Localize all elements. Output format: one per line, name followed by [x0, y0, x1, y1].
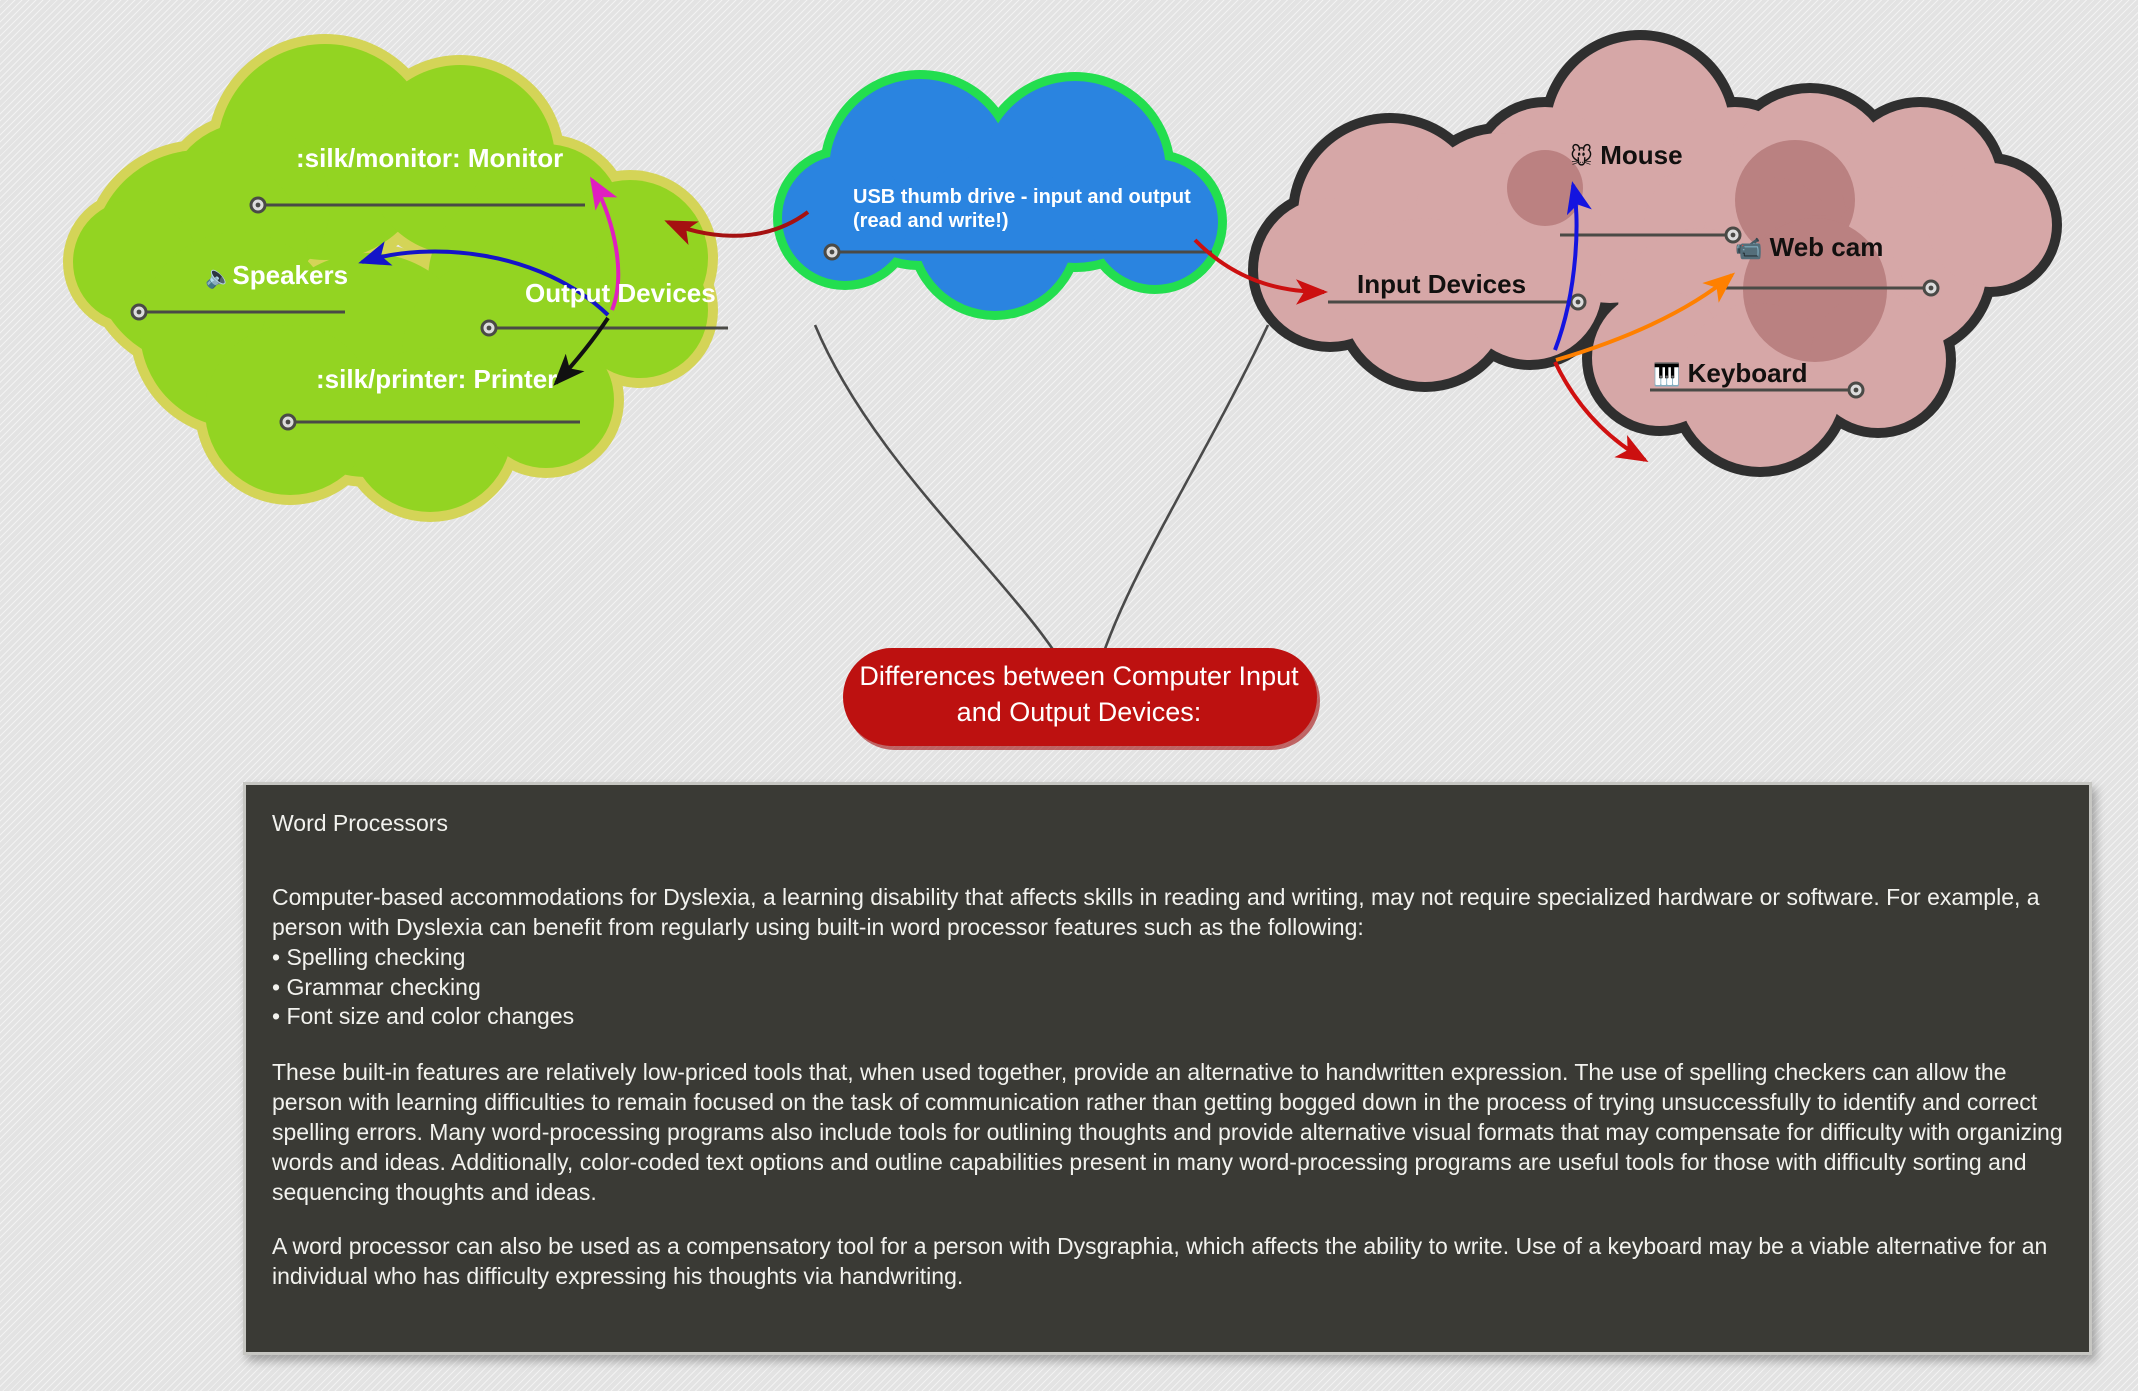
arrow-output-to-speakers	[358, 241, 610, 317]
arrow-output-to-printer	[553, 316, 610, 386]
notes-bullet-list: Spelling checking Grammar checking Font …	[272, 943, 2063, 1033]
arrow-output-to-monitor	[589, 176, 621, 311]
input-cluster-handles	[1569, 226, 1940, 399]
list-item: Spelling checking	[272, 943, 2063, 973]
root-node[interactable]	[843, 648, 1320, 750]
root-branch-right	[1088, 324, 1270, 701]
input-devices-cluster[interactable]	[1248, 30, 2062, 477]
root-branch-left	[813, 324, 1084, 701]
notes-paragraph-3: A word processor can also be used as a c…	[272, 1232, 2048, 1289]
output-cluster-handles	[130, 196, 498, 431]
list-item: Grammar checking	[272, 973, 2063, 1003]
notes-title: Word Processors	[272, 810, 448, 836]
arrow-usb-to-input	[1193, 238, 1328, 305]
notes-panel[interactable]: Word Processors Computer-based accommoda…	[243, 782, 2092, 1355]
arrow-input-to-mouse	[1553, 181, 1592, 351]
arrow-usb-to-output	[664, 210, 810, 245]
list-item: Font size and color changes	[272, 1002, 2063, 1032]
notes-paragraph-1: Computer-based accommodations for Dyslex…	[272, 883, 2040, 940]
usb-thumb-drive-cloud[interactable]	[773, 70, 1227, 320]
notes-paragraph-2: These built-in features are relatively l…	[272, 1059, 2063, 1205]
notes-content: Word Processors Computer-based accommoda…	[246, 785, 2089, 1334]
output-devices-cluster[interactable]	[63, 34, 728, 522]
arrow-input-to-keyboard	[1553, 361, 1649, 462]
arrow-input-to-webcam	[1555, 272, 1736, 362]
